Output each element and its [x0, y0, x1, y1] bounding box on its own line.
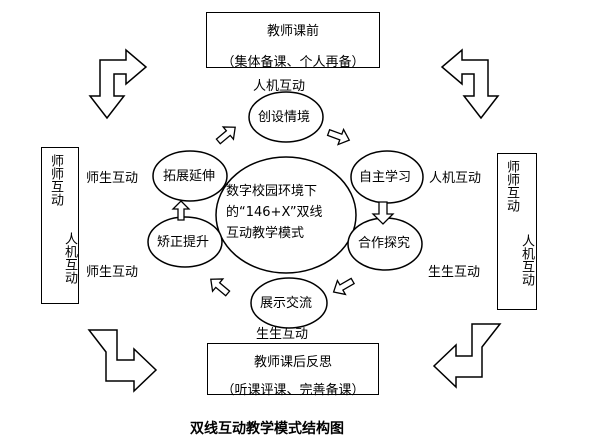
corner-arrow-bottom-left	[87, 329, 158, 393]
left-box-col2: 人机互动	[62, 232, 77, 284]
teacher-postclass-box: 教师课后反思 （听课评课、完善备课）	[207, 343, 379, 398]
node-ellipse-tuozhan	[152, 150, 228, 202]
center-line1: 数字校园环境下	[226, 184, 318, 199]
arrow-hezuo-to-zhanshi	[332, 277, 356, 296]
node-hezuo: 合作探究	[358, 236, 411, 251]
node-zizhu: 自主学习	[359, 170, 412, 185]
arrow-zizhu-to-hezuo	[371, 201, 395, 225]
node-ellipse-chuangshe	[248, 91, 324, 143]
label-left-upper-teacher-student: 师生互动	[86, 171, 139, 186]
teacher-preclass-box: 教师课前 （集体备课、个人再备）	[206, 12, 380, 70]
node-tuozhan: 拓展延伸	[163, 169, 216, 184]
teacher-preclass-title: 教师课前	[266, 24, 319, 39]
node-ellipse-jiaozheng	[147, 216, 223, 268]
node-ellipse-zhanshi	[250, 277, 328, 329]
arrow-tuozhan-to-chuangshe	[215, 126, 236, 145]
right-box-col2: 人机互动	[519, 234, 534, 286]
corner-arrow-top-right	[440, 48, 500, 120]
left-interaction-box: 师师互动 人机互动	[41, 147, 79, 304]
label-bottom-student-student: 生生互动	[256, 327, 309, 342]
arrow-jiaozheng-to-tuozhan	[171, 200, 191, 221]
left-box-col1: 师师互动	[48, 154, 63, 206]
label-left-lower-teacher-student: 师生互动	[86, 265, 139, 280]
center-line2: 的“146+X”双线	[226, 205, 323, 220]
center-model-text: 数字校园环境下 的“146+X”双线 互动教学模式	[226, 181, 350, 244]
corner-arrow-top-left	[88, 48, 148, 120]
teacher-preclass-subtitle: （集体备课、个人再备）	[221, 55, 365, 70]
arrow-chuangshe-to-zizhu	[326, 127, 351, 146]
corner-arrow-bottom-right	[432, 323, 502, 389]
node-chuangshe: 创设情境	[258, 110, 311, 125]
label-right-lower-student-student: 生生互动	[428, 265, 481, 280]
teacher-postclass-title: 教师课后反思	[253, 355, 332, 370]
arrow-zhanshi-to-jiaozheng	[210, 278, 231, 297]
label-right-upper-human-machine: 人机互动	[429, 171, 482, 186]
node-zhanshi: 展示交流	[260, 296, 313, 311]
diagram-caption: 双线互动教学模式结构图	[190, 421, 344, 437]
center-ellipse	[215, 156, 357, 274]
teacher-postclass-subtitle: （听课评课、完善备课）	[221, 383, 365, 398]
center-line3: 互动教学模式	[226, 226, 305, 241]
right-box-col1: 师师互动	[504, 160, 519, 212]
right-interaction-box: 师师互动 人机互动	[497, 153, 537, 310]
node-jiaozheng: 矫正提升	[157, 235, 210, 250]
label-top-human-machine: 人机互动	[253, 79, 306, 94]
